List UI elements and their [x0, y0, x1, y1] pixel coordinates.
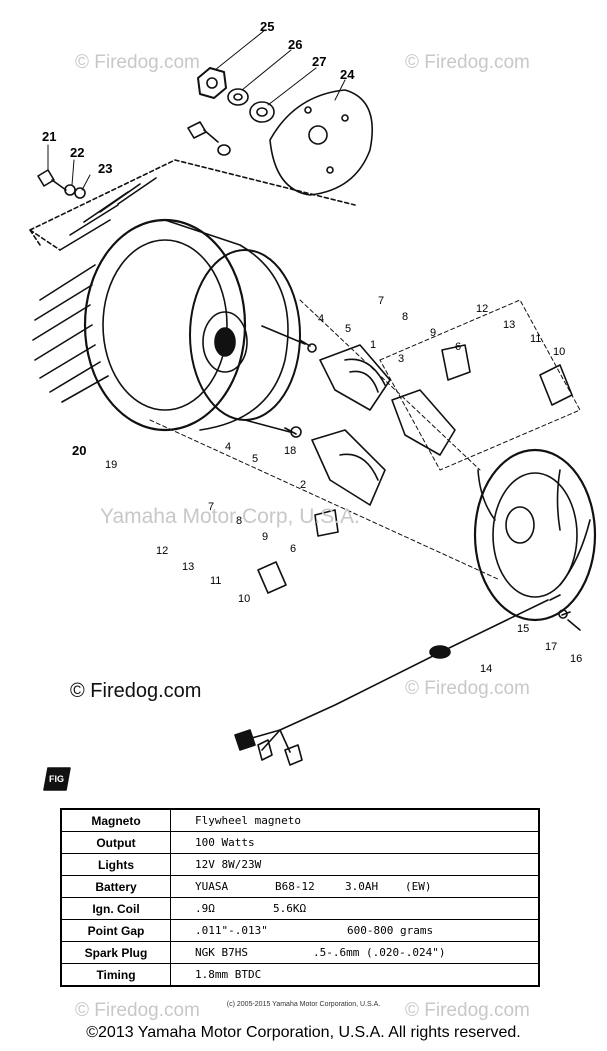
- flywheel-fins: [32, 177, 157, 403]
- flywheel-inner: [102, 239, 228, 411]
- spec-value: NGK B7HS.5-.6mm (.020-.024"): [170, 941, 540, 964]
- callout-7-top: 7: [378, 295, 385, 307]
- watermark-mid-right: © Firedog.com: [405, 678, 530, 699]
- spec-table: Magneto Flywheel magneto Output 100 Watt…: [60, 808, 540, 987]
- spec-label: Lights: [60, 853, 171, 876]
- callout-2: 2: [300, 479, 307, 491]
- spec-value: 100 Watts: [170, 831, 540, 854]
- ignition-coil-1: [319, 344, 391, 411]
- spec-label: Magneto: [60, 808, 171, 832]
- callout-17: 17: [545, 641, 558, 653]
- callout-6-bottom: 6: [290, 543, 297, 555]
- flywheel-cup: [164, 219, 289, 431]
- callout-11-bottom: 11: [210, 575, 222, 587]
- ignition-coil-2: [311, 429, 386, 506]
- callout-24: 24: [340, 67, 355, 82]
- callout-14: 14: [480, 663, 493, 675]
- callout-10-top: 10: [553, 346, 566, 358]
- magneto-exploded-diagram: [29, 29, 597, 791]
- callout-12-top: 12: [476, 303, 489, 315]
- condenser-top: [539, 364, 573, 406]
- spec-label: Battery: [60, 875, 171, 898]
- callout-25: 25: [260, 19, 275, 34]
- callout-16: 16: [570, 653, 583, 665]
- fine-print: (c) 2005-2015 Yamaha Motor Corporation, …: [226, 1001, 381, 1008]
- condenser-bottom: [257, 561, 287, 594]
- callout-10-bottom: 10: [238, 593, 251, 605]
- callout-21: 21: [42, 129, 57, 144]
- spec-value: .011"-.013"600-800 grams: [170, 919, 540, 942]
- spec-label: Timing: [60, 963, 171, 987]
- watermark-bottom-left: © Firedog.com: [75, 1000, 200, 1021]
- callout-8-top: 8: [402, 311, 409, 323]
- spec-value: 1.8mm BTDC: [170, 963, 540, 987]
- watermark-center: Yamaha Motor Corp, U.S.A.: [100, 505, 360, 528]
- stator-plate: [473, 448, 597, 622]
- spec-row: Magneto Flywheel magneto: [60, 808, 540, 832]
- callout-4-top: 4: [318, 313, 325, 325]
- spec-row: Spark Plug NGK B7HS.5-.6mm (.020-.024"): [60, 941, 540, 964]
- spec-row: Output 100 Watts: [60, 831, 540, 854]
- callout-26: 26: [288, 37, 303, 52]
- callout-15: 15: [517, 623, 530, 635]
- fig-tag: FIG: [49, 774, 64, 784]
- spec-label: Ign. Coil: [60, 897, 171, 920]
- callout-13-top: 13: [503, 319, 516, 331]
- callout-22: 22: [70, 145, 85, 160]
- spec-value: 12V 8W/23W: [170, 853, 540, 876]
- callout-4-bottom: 4: [225, 441, 232, 453]
- callout-23: 23: [98, 161, 113, 176]
- watermark-bottom-right: © Firedog.com: [405, 1000, 530, 1021]
- callout-27: 27: [312, 54, 327, 69]
- callout-1-left: 1: [370, 339, 377, 351]
- spec-label: Spark Plug: [60, 941, 171, 964]
- callout-9-bottom: 9: [262, 531, 269, 543]
- spec-row: Point Gap .011"-.013"600-800 grams: [60, 919, 540, 942]
- copyright-notice: ©2013 Yamaha Motor Corporation, U.S.A. A…: [86, 1024, 521, 1041]
- callout-20: 20: [72, 443, 87, 458]
- spec-row: Timing 1.8mm BTDC: [60, 963, 540, 987]
- spec-label: Output: [60, 831, 171, 854]
- nut-25: [197, 67, 227, 99]
- spec-row: Lights 12V 8W/23W: [60, 853, 540, 876]
- fig-tag-shape: [43, 767, 71, 791]
- callout-8-bottom: 8: [236, 515, 243, 527]
- wire-harness: [279, 599, 549, 731]
- callout-7-bottom: 7: [208, 501, 215, 513]
- pickup-plate: [269, 89, 374, 196]
- callout-5-top: 5: [345, 323, 352, 335]
- callout-19: 19: [105, 459, 118, 471]
- callout-5-bottom: 5: [252, 453, 259, 465]
- watermark-firedog: © Firedog.com: [70, 680, 202, 702]
- spec-value: Flywheel magneto: [170, 808, 540, 832]
- callout-11-top: 11: [530, 333, 542, 345]
- callout-18: 18: [284, 445, 297, 457]
- callout-3: 3: [398, 353, 405, 365]
- flywheel-hub: [202, 311, 248, 373]
- callout-6-top: 6: [455, 341, 462, 353]
- flywheel-rim: [83, 218, 247, 432]
- watermark-top-right: © Firedog.com: [405, 52, 530, 73]
- watermark-top-left: © Firedog.com: [75, 52, 200, 73]
- coil-3: [391, 389, 456, 456]
- spec-label: Point Gap: [60, 919, 171, 942]
- callout-13-bottom: 13: [182, 561, 195, 573]
- callout-9-top: 9: [430, 327, 437, 339]
- callout-12-bottom: 12: [156, 545, 169, 557]
